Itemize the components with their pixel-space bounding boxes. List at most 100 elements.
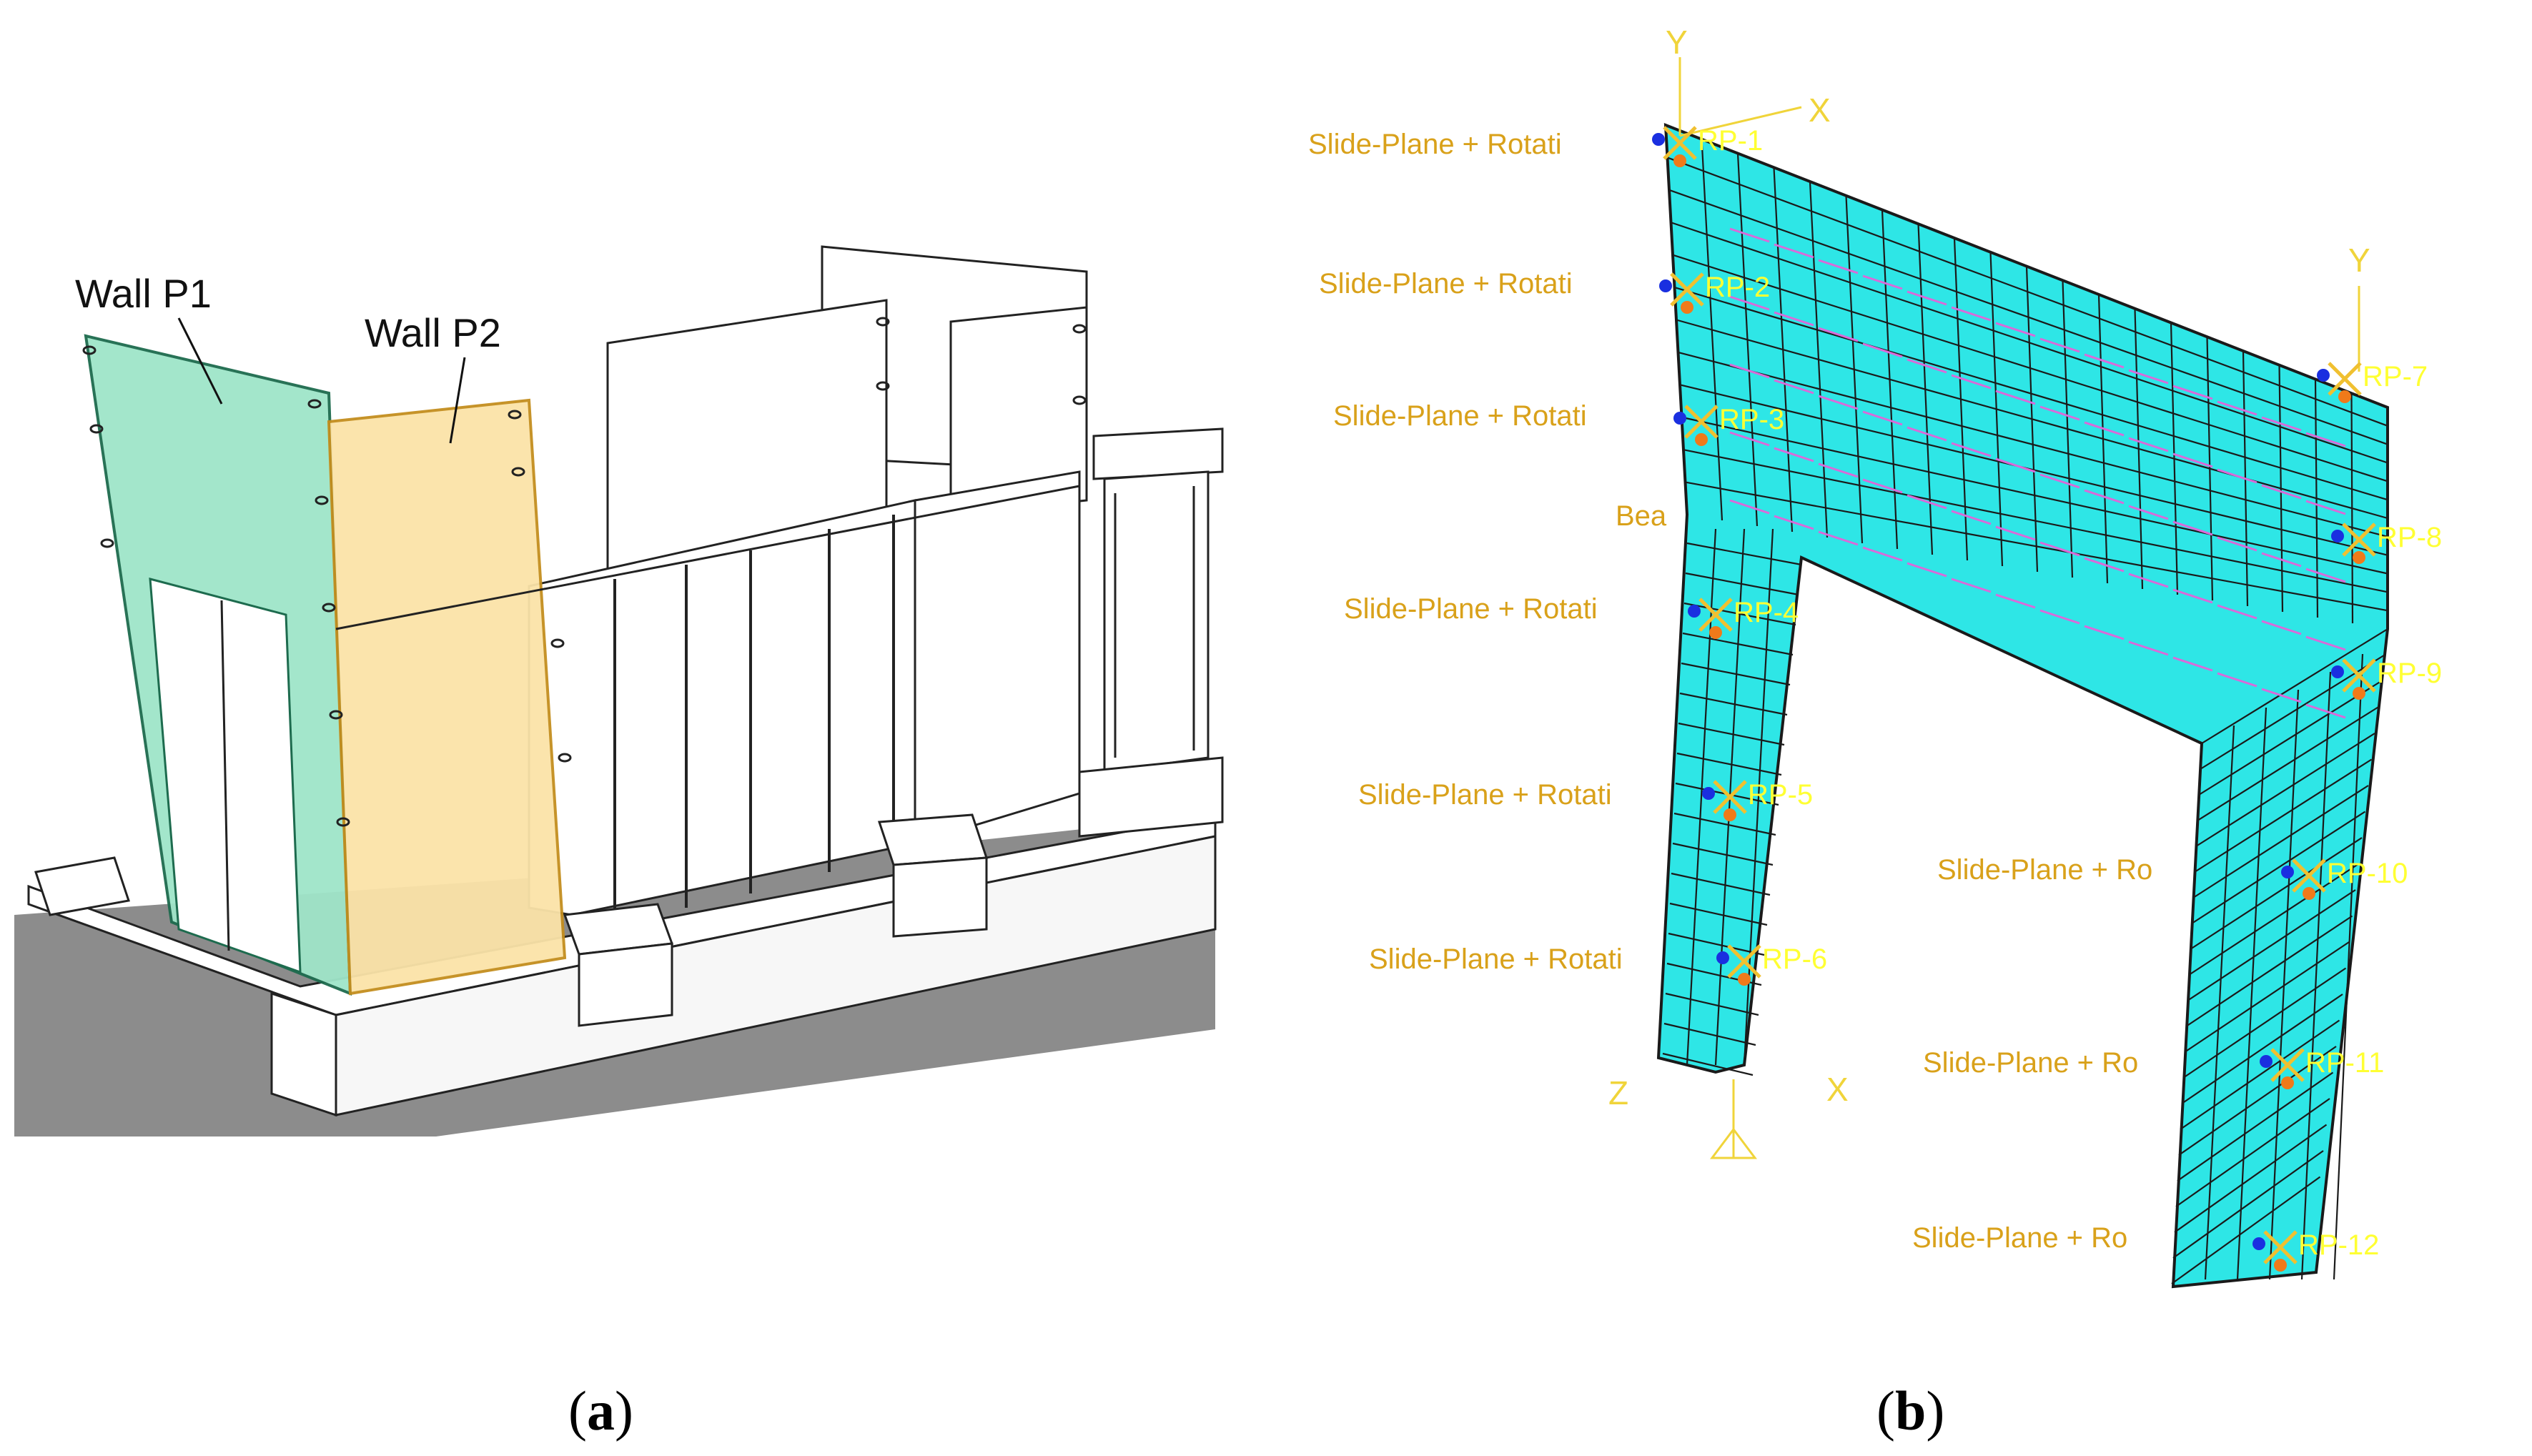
load-arrow [2261, 688, 2302, 703]
bc-label-4: Slide-Plane + Rotati [1344, 593, 1598, 625]
mesh-line-h [1686, 542, 1802, 566]
mesh-line-h [2201, 628, 2388, 744]
load-arrow [2039, 405, 2080, 421]
rp-label: RP-3 [1719, 404, 1784, 435]
rp-label: RP-1 [1698, 125, 1763, 157]
rp-label: RP-8 [2377, 522, 2442, 553]
reference-points: RP-1RP-2RP-3RP-4RP-5RP-6RP-7RP-8RP-9RP-1… [1652, 125, 2442, 1272]
load-arrow [1729, 431, 1770, 447]
bc-label-1: Slide-Plane + Rotati [1308, 129, 1562, 160]
load-arrow [2039, 609, 2080, 625]
load-arrow [1818, 462, 1859, 478]
mesh-line-h [1663, 1022, 1756, 1046]
mesh-line-h [1681, 662, 1791, 686]
mesh-line-h [2194, 758, 2373, 873]
load-arrow [2172, 452, 2213, 468]
rp-marker: RP-6 [1716, 944, 1827, 986]
load-arrow [2172, 520, 2213, 536]
mesh-line-h [1678, 351, 2388, 538]
load-arrow [1862, 478, 1903, 494]
load-arrow [2261, 484, 2302, 500]
load-arrow [1729, 363, 1770, 379]
mesh-line-v [2300, 671, 2332, 1280]
load-arrows [1729, 227, 2346, 719]
load-arrow [1907, 426, 1947, 442]
mesh-line-h [2177, 1071, 2334, 1182]
rp-label: RP-12 [2298, 1229, 2379, 1261]
load-arrow [1951, 442, 1992, 457]
mesh-line-h [1672, 254, 2388, 482]
mesh-line-v [2204, 725, 2235, 1280]
load-arrow [1729, 499, 1770, 515]
axis-x-bottom: X [1826, 1071, 1849, 1108]
rp-marker: RP-5 [1702, 779, 1813, 821]
load-arrow [1907, 290, 1947, 306]
load-arrow [1995, 593, 2036, 609]
load-arrow [1729, 295, 1770, 311]
mesh-line-h [1667, 157, 2388, 427]
load-arrow [2217, 672, 2257, 688]
load-arrow [2084, 421, 2125, 437]
load-arrow [1995, 525, 2036, 541]
load-arrow [2217, 400, 2257, 416]
load-arrow [1818, 259, 1859, 274]
mesh-line-h [2172, 1150, 2324, 1259]
mesh-line-h [1685, 481, 2388, 612]
load-arrow [1862, 546, 1903, 562]
load-arrow [2128, 437, 2169, 452]
mesh-line-h [1676, 752, 1782, 776]
load-arrow [2039, 541, 2080, 557]
load-arrow [2084, 625, 2125, 640]
mesh-line-h [2188, 863, 2360, 976]
mesh-line-h [1678, 722, 1785, 746]
load-arrow [1818, 327, 1859, 342]
load-arrow [2305, 568, 2346, 583]
load-arrow [2261, 620, 2302, 635]
rp-marker: RP-4 [1688, 597, 1799, 639]
mesh-line-h [1679, 384, 2388, 556]
load-arrow [2217, 468, 2257, 484]
mesh-line-h [1674, 287, 2388, 501]
mesh-line-h [2184, 941, 2350, 1053]
load-arrow [1774, 311, 1814, 327]
mesh-line-h [1668, 189, 2388, 445]
load-arrow [2128, 573, 2169, 588]
rp-marker: RP-2 [1659, 272, 1770, 314]
axis-y-top: Y [1666, 24, 1688, 61]
load-arrow [1951, 374, 1992, 390]
rp-marker: RP-10 [2281, 858, 2408, 900]
mesh-line-h [2197, 706, 2379, 821]
axis-y-right: Y [2348, 242, 2370, 279]
pillar [1078, 427, 1224, 838]
bc-label-6: Slide-Plane + Rotati [1369, 944, 1623, 975]
bc-label-5: Slide-Plane + Rotati [1358, 779, 1612, 811]
mesh-line-h [1681, 416, 2388, 575]
load-arrow [2084, 489, 2125, 505]
load-arrow [1995, 457, 2036, 473]
mesh-line-h [1672, 842, 1774, 866]
load-arrow [1862, 342, 1903, 358]
mesh-line-h [1662, 1052, 1754, 1076]
rp-marker: RP-8 [2331, 522, 2442, 564]
mesh-line-h [2200, 654, 2385, 770]
load-arrow [1818, 395, 1859, 410]
load-arrow [1774, 447, 1814, 462]
mesh-line-h [1665, 992, 1759, 1016]
rp-label: RP-4 [1734, 597, 1799, 628]
mesh-line-h [1673, 812, 1776, 836]
mesh-line-h [1683, 449, 2388, 593]
bc-label-2: Slide-Plane + Rotati [1319, 268, 1573, 299]
rp-marker: RP-9 [2331, 658, 2442, 700]
load-arrow [1774, 243, 1814, 259]
load-arrow [1995, 322, 2036, 337]
bc-label-10: Slide-Plane + Ro [1937, 854, 2152, 886]
load-arrow [1951, 510, 1992, 525]
rp-label: RP-10 [2327, 858, 2408, 889]
panel-a-label: (a) [568, 1380, 633, 1442]
beam-label: Bea [1616, 500, 1667, 532]
wall-p2 [327, 398, 567, 996]
load-arrow [2305, 500, 2346, 515]
mesh-line-h [2191, 811, 2366, 924]
load-arrow [2084, 557, 2125, 573]
bc-label-3: Slide-Plane + Rotati [1333, 400, 1587, 432]
